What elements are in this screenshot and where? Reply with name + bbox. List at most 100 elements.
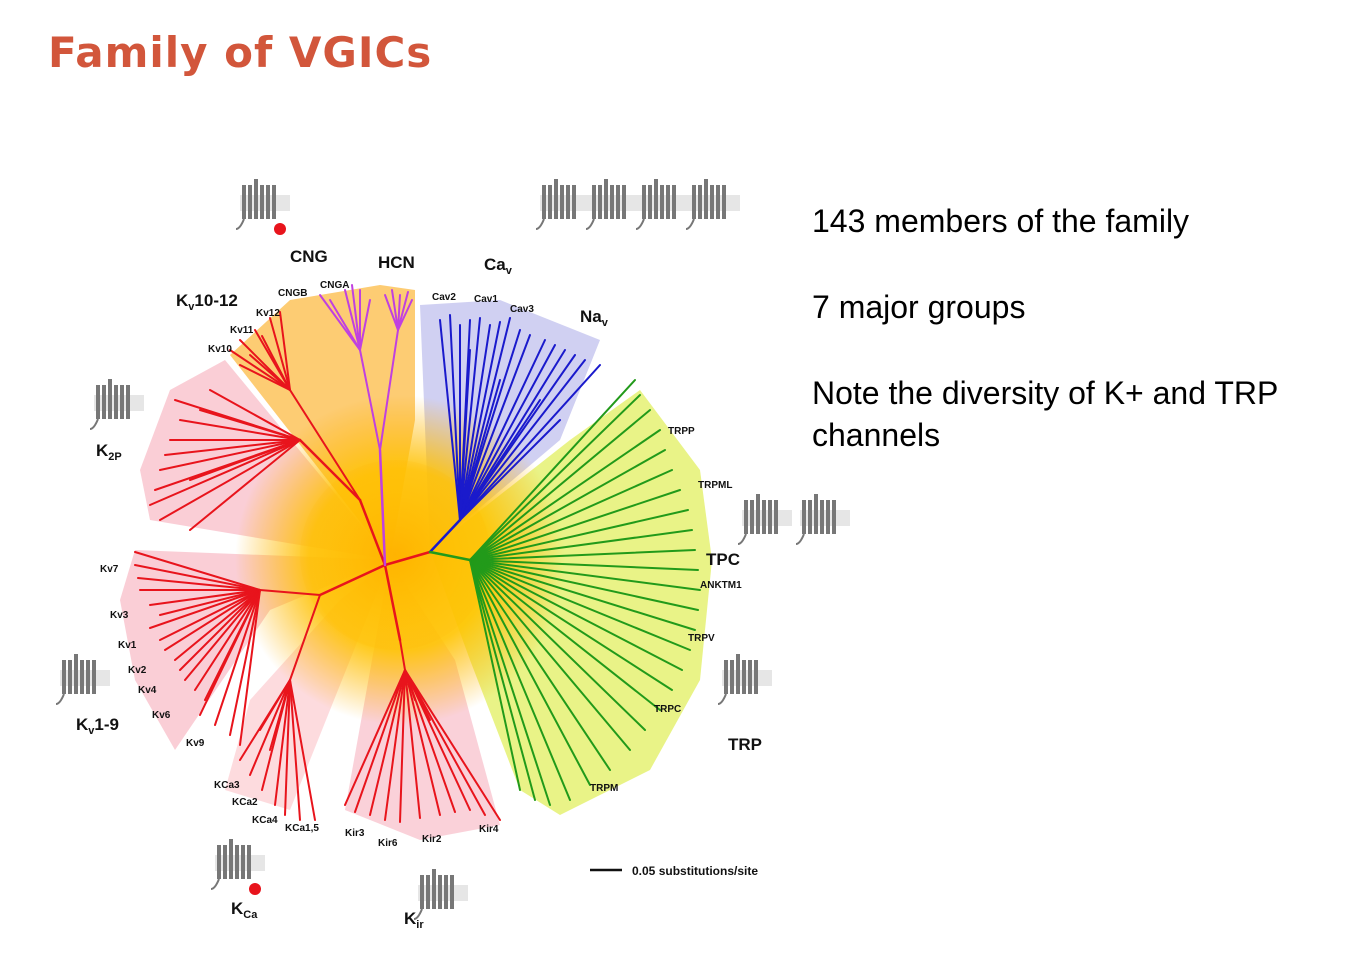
kir-branch [399, 639, 406, 671]
cav-topology-icon [535, 179, 590, 230]
k2p-leaf [159, 439, 301, 521]
note-groups: 7 major groups [812, 289, 1026, 325]
leaf-kv9: Kv9 [186, 738, 205, 749]
kv-topology-icon [55, 654, 110, 705]
cav-topology-icon-4 [685, 179, 740, 230]
kir-leaf [404, 669, 431, 721]
leaf-kv1: Kv1 [118, 640, 137, 651]
leaf-kv6: Kv6 [152, 710, 171, 721]
cav-nav-leaf [459, 317, 511, 521]
trp-leaf [469, 409, 651, 561]
k2p-leaf [189, 439, 301, 531]
kv10-12-leaf [269, 317, 291, 391]
kv10-12-branch [289, 389, 361, 501]
trp-leaf [469, 559, 696, 631]
r-domain-badge-icon [249, 883, 261, 895]
trp-leaf [469, 379, 636, 561]
kca-branch [289, 594, 321, 681]
trp-leaf [469, 394, 641, 561]
phylogenetic-tree-diagram: CNGB CNGA Kv12 Kv11 Kv10 Cav2 Cav1 Cav3 … [55, 179, 850, 931]
trp-leaf [469, 429, 661, 561]
trp-leaf [469, 559, 661, 711]
group-cav: Cav [484, 255, 513, 277]
note-diversity: Note the diversity of K+ and TRP channel… [812, 375, 1278, 453]
k2p-leaf [179, 419, 301, 441]
cav-topology-icon-3 [635, 179, 690, 230]
kv1-9-leaf [174, 589, 261, 661]
hcn-leaf [391, 289, 399, 331]
cav-nav-leaf [459, 344, 556, 521]
hcn-branch [379, 329, 399, 451]
leaf-cnga: CNGA [320, 280, 349, 291]
kir-leaf [384, 669, 406, 821]
kv1-9-leaf [239, 589, 261, 746]
kv1-9-leaf [137, 577, 261, 591]
leaf-kv4: Kv4 [138, 685, 157, 696]
kir-topology-icon [413, 869, 468, 920]
group-trp: TRP [728, 735, 762, 754]
leaf-trpml: TRPML [698, 480, 732, 491]
kv10-12-leaf [229, 349, 291, 391]
group-k2p: K2P [96, 441, 122, 463]
cav-nav-leaf [439, 319, 461, 521]
trp-leaf [469, 549, 696, 561]
tpc-topology-icon-2 [795, 494, 850, 545]
cng-topology-icon [235, 179, 290, 235]
r-domain-badge-icon [274, 223, 286, 235]
kv1-9-leaf [134, 564, 261, 591]
group-kv1-9: Kv1-9 [76, 715, 119, 737]
kca-leaf [269, 679, 291, 751]
k2p-leaf [164, 439, 301, 456]
kir-leaf [404, 669, 501, 821]
leaf-kv7: Kv7 [100, 564, 119, 575]
cav-nav-leaf [459, 334, 531, 521]
kv-branch [259, 589, 321, 596]
kir-leaf [354, 669, 406, 813]
trp-leaf [469, 559, 683, 671]
cav-nav-leaf [459, 419, 561, 521]
trp-leaf [469, 559, 701, 591]
kv1-9-leaf [179, 589, 261, 671]
cav-topology-icon-2 [585, 179, 640, 230]
cng-leaf [351, 284, 361, 351]
k2p-leaf [199, 409, 301, 441]
leaf-kir2: Kir2 [422, 834, 442, 845]
kv1-9-leaf [229, 589, 261, 736]
kv1-9-leaf [199, 589, 261, 716]
leaf-kca2: KCa2 [232, 797, 258, 808]
kca-leaf [289, 679, 301, 821]
kv10-12-leaf [261, 335, 291, 391]
kv10-12-leaf [239, 364, 291, 391]
cav-nav-leaf [459, 379, 501, 521]
kv1-9-leaf [184, 589, 261, 681]
trp-leaf [469, 489, 681, 561]
kca-leaf [249, 679, 291, 776]
trp-leaf [469, 559, 571, 801]
kca-leaf [284, 679, 291, 816]
trp-leaf [469, 469, 673, 561]
cav-nav-leaf [459, 359, 586, 521]
kir-leaf [404, 669, 486, 816]
trp-leaf [469, 559, 591, 786]
trunk-branch [383, 550, 432, 567]
kv1-9-leaf [134, 551, 261, 591]
leaf-cngb: CNGB [278, 288, 307, 299]
trp-leaf [469, 559, 521, 791]
k2p-leaf [149, 439, 301, 506]
trp-leaf [469, 509, 689, 561]
kv1-9-leaf [164, 589, 261, 651]
cng-leaf [319, 294, 361, 351]
kir-leaf [344, 669, 406, 806]
trunk-branch [358, 498, 387, 567]
tree-branches [134, 284, 701, 823]
kir-leaf [404, 669, 441, 816]
group-kir: Kir [404, 909, 424, 931]
cng-leaf [344, 289, 361, 351]
leaf-kca4: KCa4 [252, 815, 278, 826]
group-cng: CNG [290, 247, 328, 266]
hcn-leaf [384, 294, 399, 331]
sector-backgrounds [120, 285, 712, 840]
trunk-branch [428, 550, 472, 562]
kv1-9-leaf [214, 589, 261, 726]
kir-leaf [404, 669, 421, 819]
